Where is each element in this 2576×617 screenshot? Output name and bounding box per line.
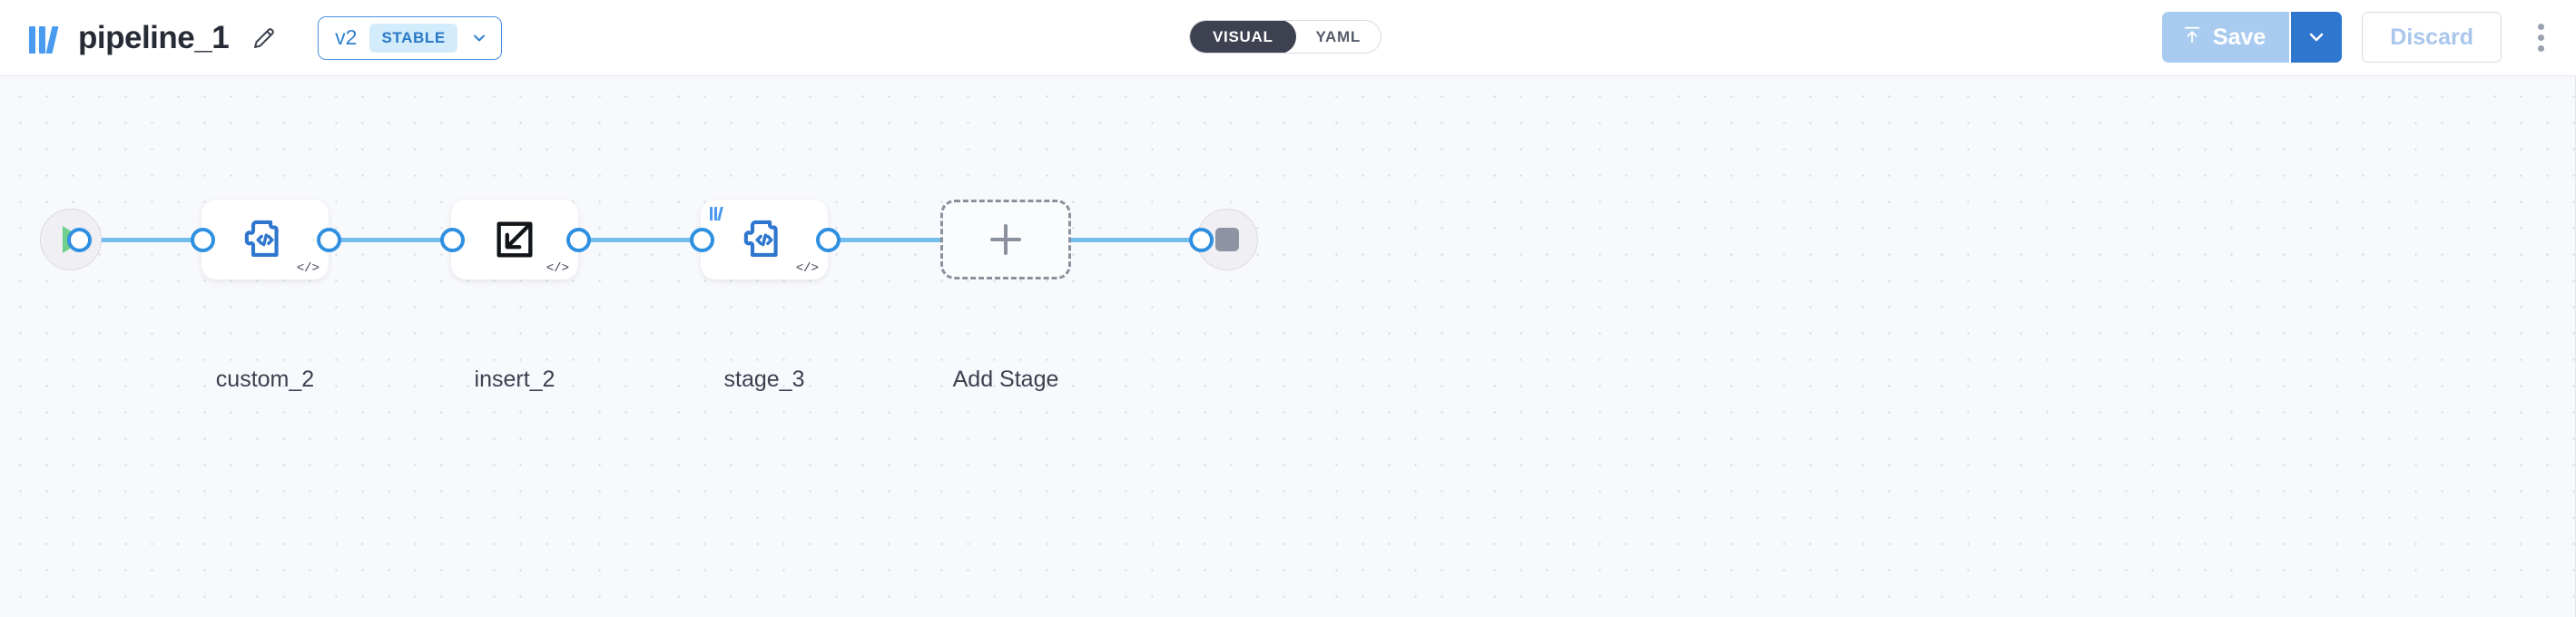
handle-start-out[interactable] <box>67 228 92 252</box>
tab-yaml[interactable]: YAML <box>1315 27 1361 45</box>
puzzle-code-icon <box>743 220 778 257</box>
version-number: v2 <box>335 25 358 49</box>
edge-start-to-custom2[interactable] <box>73 238 200 242</box>
stage-label-insert-2: insert_2 <box>474 367 556 392</box>
app-header: pipeline_1 v2 STABLE VISUAL YAML <box>0 0 2576 76</box>
handle-custom2-out[interactable] <box>317 228 341 252</box>
kebab-dot-1 <box>2537 23 2544 30</box>
save-button-group: Save <box>2161 12 2343 63</box>
code-badge: </> <box>296 261 320 276</box>
pipeline-logo-bars-icon <box>29 23 65 54</box>
upload-arrow-icon <box>2182 24 2202 52</box>
handle-insert2-in[interactable] <box>440 228 465 252</box>
pipeline-canvas[interactable]: </> custom_2 </> insert_2 <box>0 76 2576 617</box>
plus-icon <box>990 224 1021 255</box>
stage-label-stage-3: stage_3 <box>723 367 805 392</box>
insert-arrow-icon <box>497 221 533 258</box>
version-selector[interactable]: v2 STABLE <box>318 15 502 60</box>
corner-logo-bar-2 <box>714 207 717 220</box>
header-actions: Save Discard <box>2161 12 2560 63</box>
handle-insert2-out[interactable] <box>566 228 591 252</box>
stage-label-custom-2: custom_2 <box>215 367 315 392</box>
status-badge: STABLE <box>369 23 457 53</box>
kebab-dot-3 <box>2537 44 2544 52</box>
add-stage-label: Add Stage <box>952 367 1059 392</box>
handle-stage3-out[interactable] <box>816 228 841 252</box>
logo-bar-2 <box>39 25 45 54</box>
save-button-label: Save <box>2212 24 2266 50</box>
stage-node-custom-2[interactable]: </> <box>202 200 329 279</box>
edge-insert2-to-stage3[interactable] <box>572 238 699 242</box>
stop-square-icon <box>1215 228 1239 251</box>
corner-logo-bar-1 <box>710 207 713 220</box>
code-badge: </> <box>546 261 569 276</box>
add-stage-button[interactable] <box>940 200 1071 279</box>
logo-bar-3 <box>45 25 59 54</box>
plus-horizontal <box>990 238 1021 241</box>
view-mode-toggle[interactable]: VISUAL YAML <box>1189 20 1381 54</box>
stage-node-insert-2[interactable]: </> <box>451 200 578 279</box>
save-button[interactable]: Save <box>2161 12 2292 63</box>
kebab-dot-2 <box>2537 34 2544 41</box>
edge-addstage-to-end[interactable] <box>1069 238 1201 242</box>
logo-bar-1 <box>29 25 35 54</box>
end-node[interactable] <box>1196 209 1258 270</box>
chevron-down-icon <box>2309 33 2324 42</box>
save-dropdown-button[interactable] <box>2291 12 2343 63</box>
handle-stage3-in[interactable] <box>690 228 714 252</box>
handle-custom2-in[interactable] <box>191 228 215 252</box>
corner-logo-bar-3 <box>717 207 723 220</box>
puzzle-code-icon <box>244 220 279 257</box>
pipeline-logo-bars-icon <box>710 206 723 220</box>
brand-block: pipeline_1 <box>29 20 280 56</box>
edge-custom2-to-insert2[interactable] <box>322 238 449 242</box>
pipeline-flow: </> custom_2 </> insert_2 <box>0 76 2575 617</box>
kebab-menu-icon[interactable] <box>2522 12 2560 63</box>
code-badge: </> <box>795 261 819 276</box>
handle-end-in[interactable] <box>1189 228 1214 252</box>
chevron-down-icon <box>470 29 488 47</box>
tab-visual[interactable]: VISUAL <box>1190 21 1296 53</box>
pencil-icon[interactable] <box>249 23 280 54</box>
discard-button[interactable]: Discard <box>2362 12 2502 63</box>
page-title: pipeline_1 <box>78 19 230 55</box>
edge-stage3-to-addstage[interactable] <box>821 238 1039 242</box>
stage-node-stage-3[interactable]: </> <box>701 200 828 279</box>
